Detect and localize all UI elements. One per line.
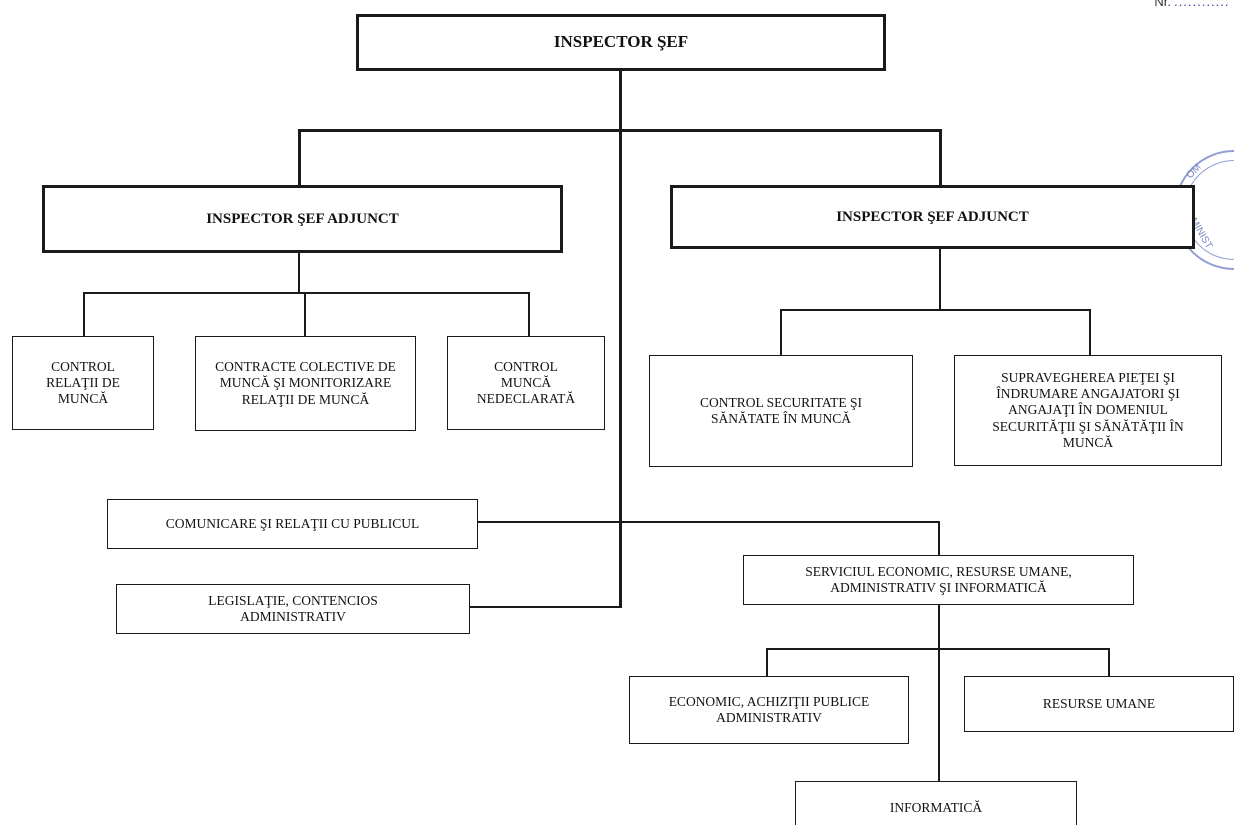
connector-economic-drop [938, 521, 940, 556]
unit-control-relatii-munca: CONTROL RELAŢII DE MUNCĂ [12, 336, 154, 430]
unit-legislatie-contencios-label: LEGISLAŢIE, CONTENCIOS ADMINISTRATIV [208, 592, 378, 624]
inspector-sef-box: INSPECTOR ŞEF [356, 14, 886, 71]
inspector-sef-label: INSPECTOR ŞEF [553, 32, 689, 52]
unit-contracte-colective: CONTRACTE COLECTIVE DE MUNCĂ ŞI MONITORI… [195, 336, 416, 431]
unit-comunicare-relatii-public: COMUNICARE ŞI RELAŢII CU PUBLICUL [107, 499, 478, 549]
connector-economic-sub-1-drop [766, 648, 768, 677]
connector-economic-sub-bus [766, 648, 1110, 650]
deputy-left-label: INSPECTOR ŞEF ADJUNCT [206, 211, 399, 227]
unit-supravegherea-pietei-label: SUPRAVEGHEREA PIEŢEI ŞI ÎNDRUMARE ANGAJA… [992, 370, 1184, 450]
deputy-left-box: INSPECTOR ŞEF ADJUNCT [42, 185, 563, 253]
unit-serviciul-economic-label: SERVICIUL ECONOMIC, RESURSE UMANE, ADMIN… [805, 563, 1072, 595]
unit-resurse-umane-label: RESURSE UMANE [1042, 695, 1156, 711]
connector-left-units-bus [83, 292, 529, 294]
connector-right-deputy-down [939, 248, 941, 310]
unit-comunicare-relatii-public-label: COMUNICARE ŞI RELAŢII CU PUBLICUL [165, 515, 420, 531]
connector-deputy-left-drop [298, 129, 301, 186]
unit-contracte-colective-label: CONTRACTE COLECTIVE DE MUNCĂ ŞI MONITORI… [215, 359, 396, 407]
unit-supravegherea-pietei: SUPRAVEGHEREA PIEŢEI ŞI ÎNDRUMARE ANGAJA… [954, 355, 1222, 466]
unit-control-securitate-label: CONTROL SECURITATE ŞI SĂNĂTATE ÎN MUNCĂ [700, 394, 862, 426]
unit-informatica-label: INFORMATICĂ [889, 800, 983, 815]
connector-right-units-bus [780, 309, 1091, 311]
unit-control-munca-nedeclarata: CONTROL MUNCĂ NEDECLARATĂ [447, 336, 605, 430]
document-number: Nr. ............ [1154, 0, 1230, 9]
unit-control-securitate: CONTROL SECURITATE ŞI SĂNĂTATE ÎN MUNCĂ [649, 355, 913, 467]
connector-communication-economic [477, 521, 940, 523]
connector-main-trunk [619, 70, 622, 608]
unit-resurse-umane: RESURSE UMANE [964, 676, 1234, 732]
unit-legislatie-contencios: LEGISLAŢIE, CONTENCIOS ADMINISTRATIV [116, 584, 470, 634]
connector-right-unit-1-drop [780, 309, 782, 356]
connector-deputy-right-drop [939, 129, 942, 186]
unit-control-relatii-munca-label: CONTROL RELAŢII DE MUNCĂ [46, 358, 120, 407]
unit-economic-achizitii-label: ECONOMIC, ACHIZIŢII PUBLICE ADMINISTRATI… [668, 693, 870, 725]
unit-serviciul-economic: SERVICIUL ECONOMIC, RESURSE UMANE, ADMIN… [743, 555, 1134, 605]
unit-informatica: INFORMATICĂ [795, 781, 1077, 825]
connector-left-deputy-down [298, 253, 300, 293]
connector-deputy-bus [298, 129, 942, 132]
deputy-right-box: INSPECTOR ŞEF ADJUNCT [670, 185, 1195, 249]
unit-economic-achizitii: ECONOMIC, ACHIZIŢII PUBLICE ADMINISTRATI… [629, 676, 909, 744]
connector-economic-sub-2-drop [1108, 648, 1110, 677]
connector-left-unit-1-drop [83, 292, 85, 337]
connector-left-unit-2-drop [304, 292, 306, 337]
connector-economic-down [938, 604, 940, 782]
document-number-value: ............ [1174, 0, 1230, 9]
connector-left-unit-3-drop [528, 292, 530, 337]
connector-legislation-trunk [469, 606, 621, 608]
deputy-right-label: INSPECTOR ŞEF ADJUNCT [836, 209, 1029, 225]
unit-control-munca-nedeclarata-label: CONTROL MUNCĂ NEDECLARATĂ [476, 358, 576, 407]
connector-right-unit-2-drop [1089, 309, 1091, 356]
document-number-label: Nr. [1154, 0, 1172, 9]
